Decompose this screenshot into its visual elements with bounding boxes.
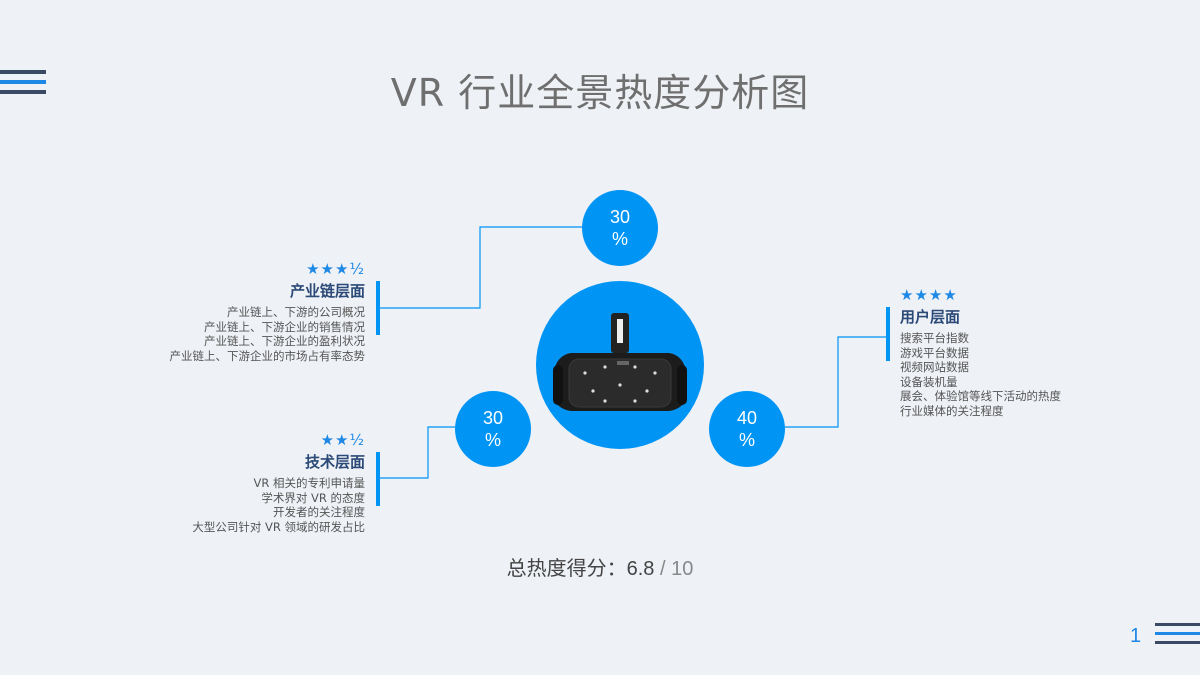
- list-item: 开发者的关注程度: [273, 505, 365, 519]
- list-item: 产业链上、下游企业的市场占有率态势: [169, 348, 366, 363]
- technology-heading: 技术层面: [304, 453, 365, 471]
- list-item: 游戏平台数据: [900, 345, 969, 360]
- list-item: 视频网站数据: [900, 360, 969, 374]
- industry-rating-stars: ★★★½: [306, 260, 365, 278]
- total-score-value: 6.8: [626, 558, 655, 580]
- industry-share-circle: 30 %: [582, 190, 658, 266]
- total-score-label: 总热度得分：: [506, 558, 627, 580]
- list-item: 展会、体验馆等线下活动的热度: [900, 389, 1061, 403]
- technology-rating-stars: ★★½: [320, 431, 365, 449]
- list-item: 设备装机量: [900, 374, 958, 389]
- vr-headset-circle: [536, 281, 704, 449]
- user-accent-bar: [886, 307, 890, 361]
- page-title: VR 行业全景热度分析图: [390, 71, 810, 115]
- user-share-circle: 40 %: [709, 391, 785, 467]
- page-menu-icon[interactable]: [1155, 623, 1200, 650]
- list-item: 大型公司针对 VR 领域的研发占比: [192, 519, 365, 534]
- total-score: 总热度得分：6.8 / 10: [0, 552, 1200, 581]
- industry-chain-heading: 产业链层面: [289, 282, 365, 300]
- user-heading: 用户层面: [900, 308, 961, 326]
- industry-accent-bar: [376, 281, 380, 335]
- list-item: 产业链上、下游企业的盈利状况: [204, 334, 365, 348]
- user-rating-stars: ★★★★: [900, 286, 958, 304]
- industry-chain-block: ★★★½ 产业链层面 产业链上、下游的公司概况 产业链上、下游企业的销售情况 产…: [170, 260, 366, 363]
- technology-accent-bar: [376, 452, 380, 506]
- list-item: 学术界对 VR 的态度: [261, 490, 365, 505]
- technology-block: ★★½ 技术层面 VR 相关的专利申请量 学术界对 VR 的态度 开发者的关注程…: [192, 431, 365, 534]
- menu-icon[interactable]: [0, 70, 46, 100]
- total-score-max: / 10: [660, 558, 694, 580]
- vr-headset-icon: [553, 313, 687, 411]
- user-block: ★★★★ 用户层面 搜索平台指数 游戏平台数据 视频网站数据 设备装机量 展会、…: [900, 286, 1061, 418]
- list-item: 行业媒体的关注程度: [900, 403, 1004, 418]
- list-item: 产业链上、下游企业的销售情况: [204, 319, 365, 334]
- technology-share-circle: 30 %: [455, 391, 531, 467]
- page-number: 1: [1130, 625, 1142, 647]
- list-item: VR 相关的专利申请量: [253, 476, 365, 490]
- list-item: 搜索平台指数: [900, 331, 969, 345]
- list-item: 产业链上、下游的公司概况: [227, 305, 365, 319]
